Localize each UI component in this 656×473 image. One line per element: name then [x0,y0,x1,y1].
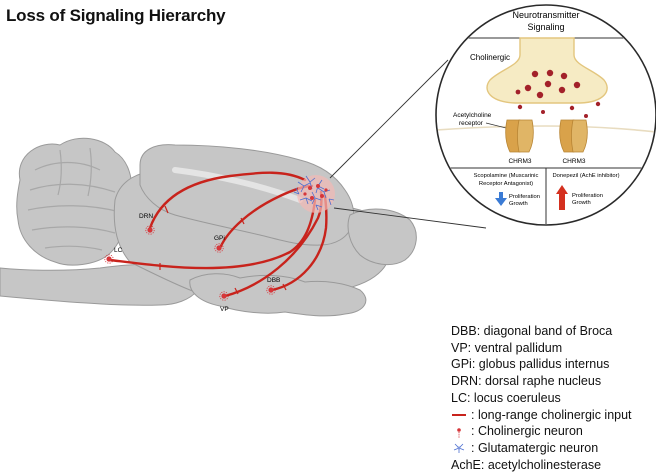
label-dbb: DBB [267,277,280,284]
inset-header-line1: Neurotransmitter [512,10,579,20]
legend-item-drn: DRN: dorsal raphe nucleus [451,374,602,389]
figure-title: Loss of Signaling Hierarchy [6,6,226,25]
projection-drn [148,171,307,230]
projection-lc [108,198,317,270]
legend: DBB: diagonal band of Broca VP: ventral … [451,323,632,473]
cholinergic-neuron-icon [451,425,469,439]
legend-item-dbb: DBB: diagonal band of Broca [451,324,613,338]
acetylcholine-vesicles [515,69,601,118]
cholinergic-label: Cholinergic [470,53,510,62]
zoom-connector [329,59,487,229]
label-lc: LC [114,247,123,254]
diagram-canvas: DRN GPi LC VP DBB Neurotransmitter Signa… [0,4,656,317]
legend-item-lc: LC: locus coeruleus [451,390,561,405]
scopolamine-effect-line1: Proliferation [509,194,540,200]
legend-item-cholinergic: : Cholinergic neuron [451,423,632,440]
glutamatergic-cluster [293,175,335,213]
scopolamine-title-line1: Scopolamine (Muscarinic [474,173,539,179]
donepezil-effect-line2: Growth [572,200,591,206]
inset-header-line2: Signaling [527,22,564,32]
label-drn: DRN [139,213,153,220]
legend-item-gpi: GPi: globus pallidus internus [451,357,610,372]
brain-illustration [0,137,417,317]
legend-item-long-range: : long-range cholinergic input [451,407,632,424]
receptor-label-line1: Acetylcholine [453,112,492,119]
receptor-label-line2: receptor [459,120,484,127]
scopolamine-title-line2: Receptor Antagonist) [479,181,533,187]
up-arrow-icon [556,185,568,210]
legend-item-vp: VP: ventral pallidum [451,340,563,355]
label-gpi: GPi [214,235,225,242]
glutamatergic-neuron-icon [451,441,469,455]
down-arrow-icon [495,192,507,206]
legend-item-ache: AchE: acetylcholinesterase [451,457,602,472]
brainstem [0,263,199,306]
signaling-inset: Neurotransmitter Signaling Cholinergic A… [435,4,656,226]
chrm3-receptor-2 [559,119,588,153]
chrm3-receptor-1 [505,119,534,153]
olfactory-bulb [347,208,417,266]
donepezil-effect-line1: Proliferation [572,193,603,199]
red-line-icon [451,408,469,422]
chrm3-label-1: CHRM3 [508,158,531,165]
donepezil-title: Donepezil (AchE inhibitor) [552,173,619,179]
scopolamine-effect-line2: Growth [509,201,528,207]
label-vp: VP [220,306,229,313]
chrm3-label-2: CHRM3 [562,158,585,165]
legend-item-glutamatergic: : Glutamatergic neuron [451,440,632,457]
ventral-forebrain [189,273,367,317]
